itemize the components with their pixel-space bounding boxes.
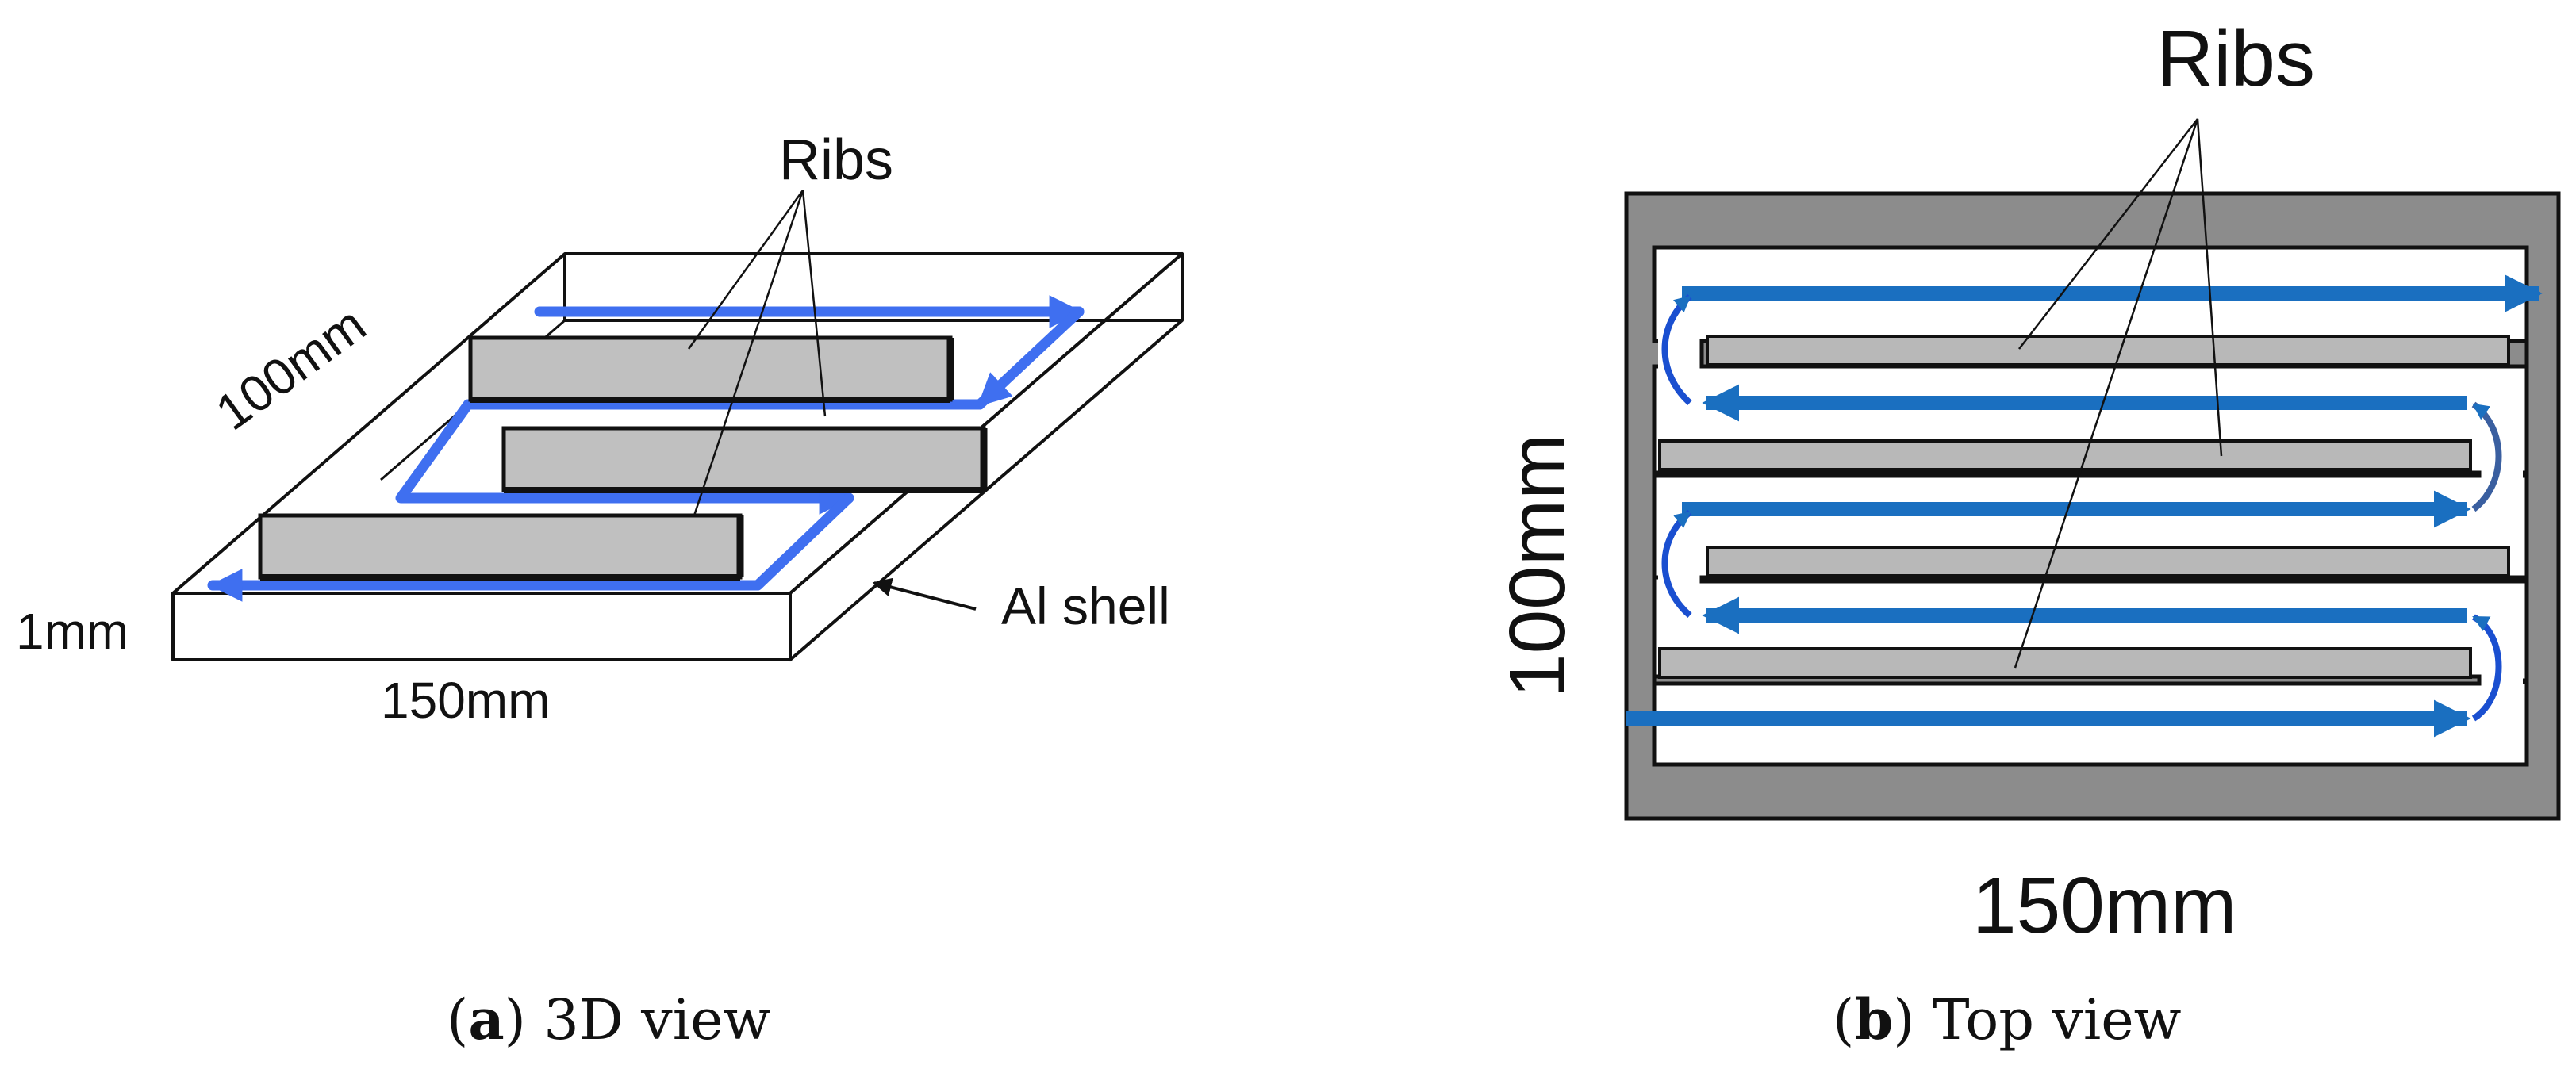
al-shell-pointer-arrow <box>872 577 977 611</box>
ribs-leader-lines-3d <box>687 190 827 516</box>
panel-a-3d-view: Ribs 100mm 1mm 150mm Al shell (a) 3D vie… <box>16 128 1184 1052</box>
flow-arrow-3d-3 <box>395 399 985 515</box>
al-shell-label: Al shell <box>1001 577 1170 635</box>
turn-arrow-2 <box>1661 509 1692 619</box>
rib-top-1 <box>1706 335 2510 366</box>
turn-arrow-3 <box>2471 401 2502 512</box>
flow-arrow-3d-4 <box>207 492 854 602</box>
caption-a: (a) 3D view <box>447 987 770 1052</box>
rib-top-2 <box>1658 439 2472 471</box>
ribs-3d <box>258 335 988 581</box>
caption-b: (b) Top view <box>1833 987 2182 1052</box>
height-dimension-label-top: 100mm <box>1493 434 1582 698</box>
rib-top-4 <box>1658 647 2472 679</box>
length-dimension-label-3d: 150mm <box>381 672 550 729</box>
rib-3d-3 <box>258 513 744 581</box>
panel-b-top-view: Ribs 100mm 150mm (b) Top view <box>1493 14 2561 1052</box>
flow-arrow-3d-2 <box>974 306 1085 410</box>
flow-path-top <box>1626 274 2543 738</box>
ribs-label-top: Ribs <box>2156 14 2315 103</box>
flow-path-3d <box>207 295 1085 602</box>
thickness-dimension-label: 1mm <box>16 603 129 660</box>
ribs-label-3d: Ribs <box>779 128 893 192</box>
rib-top-3 <box>1706 546 2510 577</box>
width-dimension-label-3d: 100mm <box>205 296 376 442</box>
ribs-leader-lines-top <box>2014 118 2223 669</box>
rib-3d-1 <box>468 335 954 403</box>
ribs-top <box>1658 335 2510 679</box>
turn-arrow-1 <box>2471 614 2502 722</box>
length-dimension-label-top: 150mm <box>1972 861 2236 950</box>
turn-arrow-4 <box>1661 293 1692 405</box>
rib-3d-2 <box>501 426 988 493</box>
turn-arrows-top <box>1661 293 2502 722</box>
